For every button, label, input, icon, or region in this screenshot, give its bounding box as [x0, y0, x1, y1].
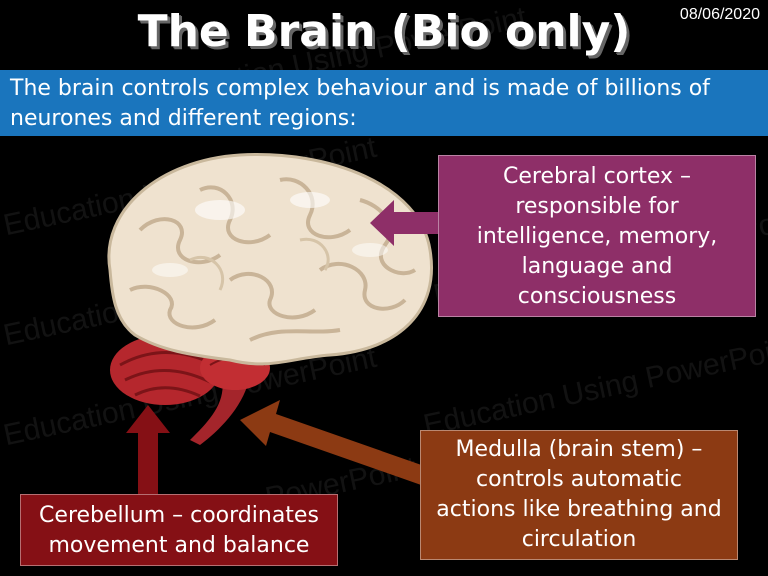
watermark: Education Using PowerPoint: [420, 330, 768, 443]
arrow-icon: [240, 400, 430, 486]
slide-title: The Brain (Bio only): [137, 6, 631, 57]
arrow-icon: [126, 405, 170, 497]
medulla-label: Medulla (brain stem) – controls automati…: [420, 430, 738, 560]
intro-bar: The brain controls complex behaviour and…: [0, 70, 768, 136]
slide-date: 08/06/2020: [679, 6, 760, 23]
brain-illustration: [107, 153, 433, 445]
cerebral-cortex-label: Cerebral cortex – responsible for intell…: [438, 155, 756, 317]
arrow-icon: [370, 200, 445, 246]
cerebellum-label: Cerebellum – coordinates movement and ba…: [20, 494, 338, 566]
